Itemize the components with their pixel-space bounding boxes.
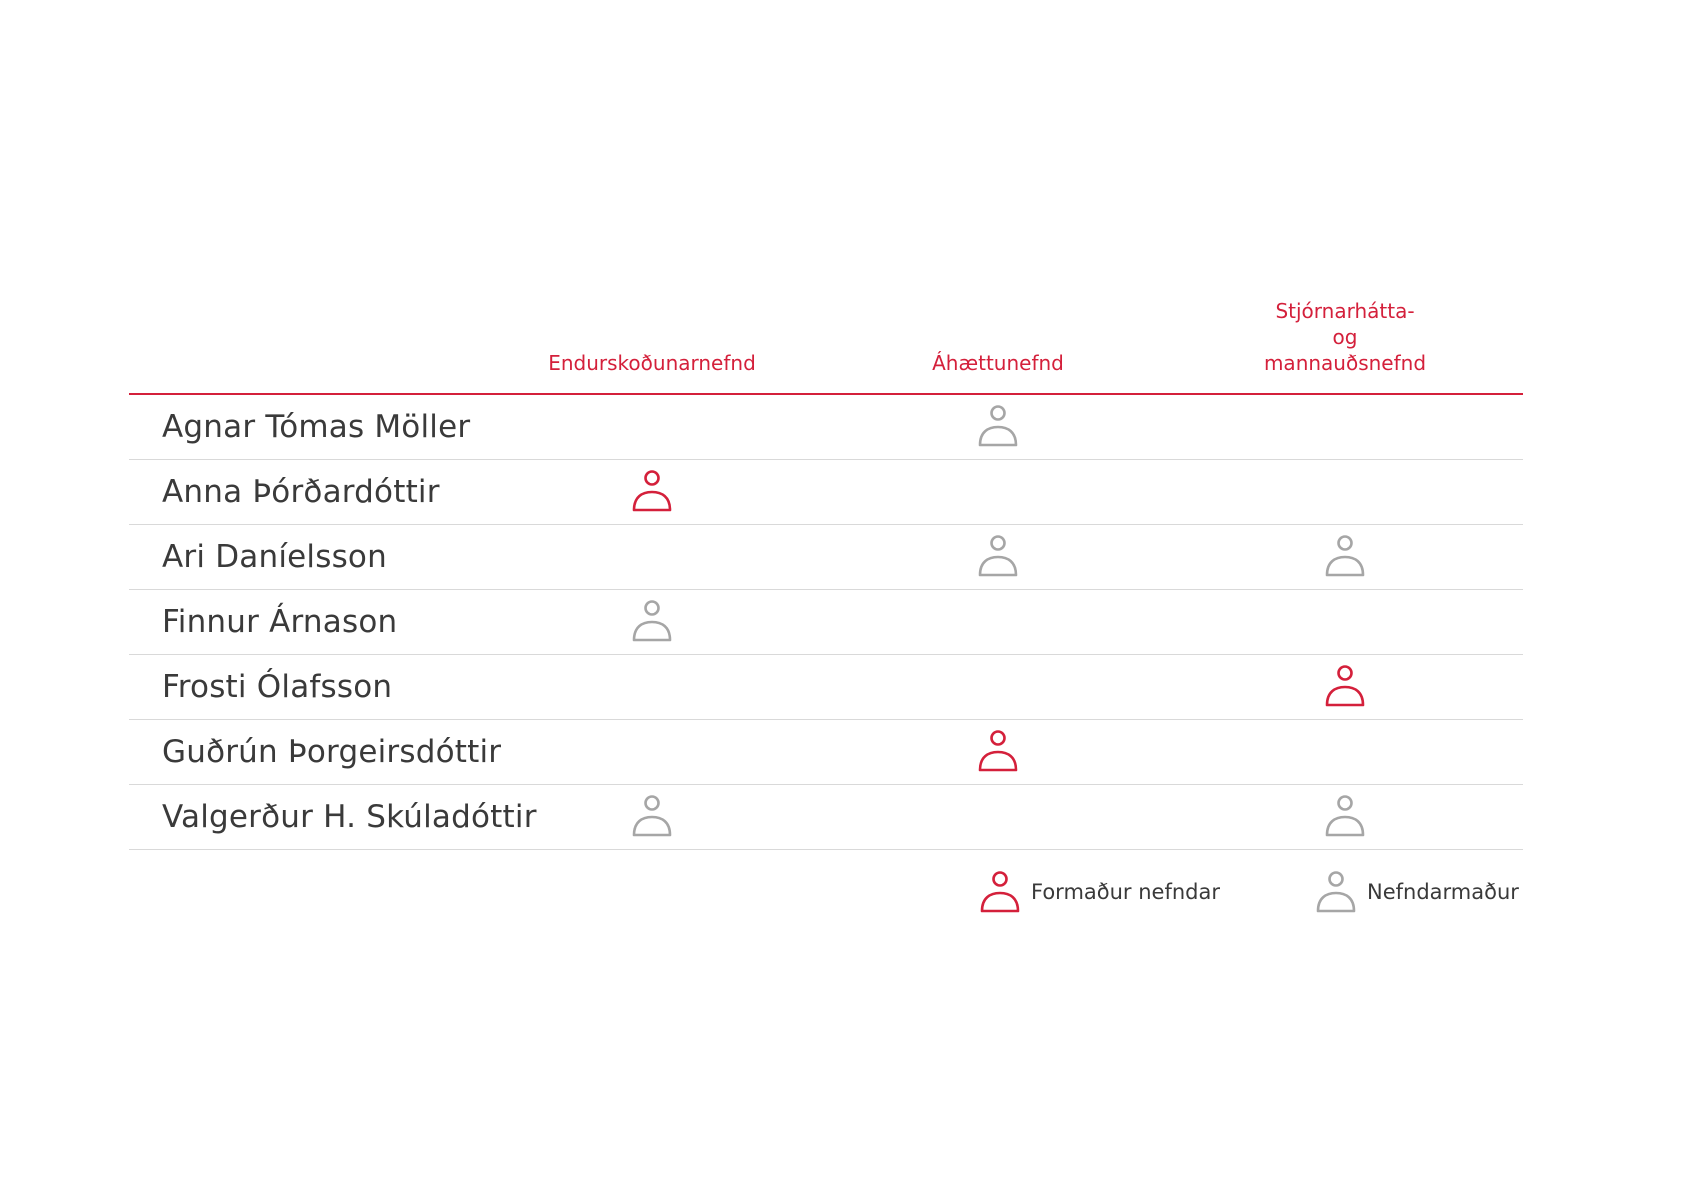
member-name: Ari Daníelsson	[162, 539, 387, 575]
committee-audit: Endurskoðunarnefnd	[548, 351, 756, 375]
table-row: Valgerður H. Skúladóttir	[129, 785, 1523, 850]
person-member-icon	[1314, 870, 1358, 914]
legend-member-label: Nefndarmaður	[1367, 880, 1519, 904]
table-row: Frosti Ólafsson	[129, 655, 1523, 720]
person-chair-icon	[978, 870, 1022, 914]
person-member-icon	[1323, 794, 1367, 838]
table-row: Anna Þórðardóttir	[129, 460, 1523, 525]
member-name: Agnar Tómas Möller	[162, 409, 471, 445]
legend-chair-label: Formaður nefndar	[1031, 880, 1220, 904]
person-chair-icon	[1323, 664, 1367, 708]
committee-table: Endurskoðunarnefnd Áhættunefnd Stjórnarh…	[129, 299, 1523, 850]
committee-governance-hr: Stjórnarhátta- og mannauðsnefnd	[1263, 299, 1427, 375]
committee-risk: Áhættunefnd	[932, 351, 1064, 375]
member-name: Frosti Ólafsson	[162, 669, 393, 705]
table-row: Guðrún Þorgeirsdóttir	[129, 720, 1523, 785]
member-name: Guðrún Þorgeirsdóttir	[162, 734, 502, 770]
table-header: Endurskoðunarnefnd Áhættunefnd Stjórnarh…	[129, 299, 1523, 395]
person-member-icon	[630, 599, 674, 643]
legend-chair: Formaður nefndar	[978, 868, 1220, 916]
person-member-icon	[1323, 534, 1367, 578]
legend-member: Nefndarmaður	[1314, 868, 1519, 916]
member-name: Anna Þórðardóttir	[162, 474, 440, 510]
person-chair-icon	[976, 729, 1020, 773]
person-member-icon	[630, 794, 674, 838]
person-member-icon	[976, 534, 1020, 578]
member-name: Finnur Árnason	[162, 604, 398, 640]
member-name: Valgerður H. Skúladóttir	[162, 799, 537, 835]
table-row: Finnur Árnason	[129, 590, 1523, 655]
legend: Formaður nefndar Nefndarmaður	[0, 868, 1684, 916]
person-member-icon	[976, 404, 1020, 448]
person-chair-icon	[630, 469, 674, 513]
table-row: Ari Daníelsson	[129, 525, 1523, 590]
table-row: Agnar Tómas Möller	[129, 395, 1523, 460]
